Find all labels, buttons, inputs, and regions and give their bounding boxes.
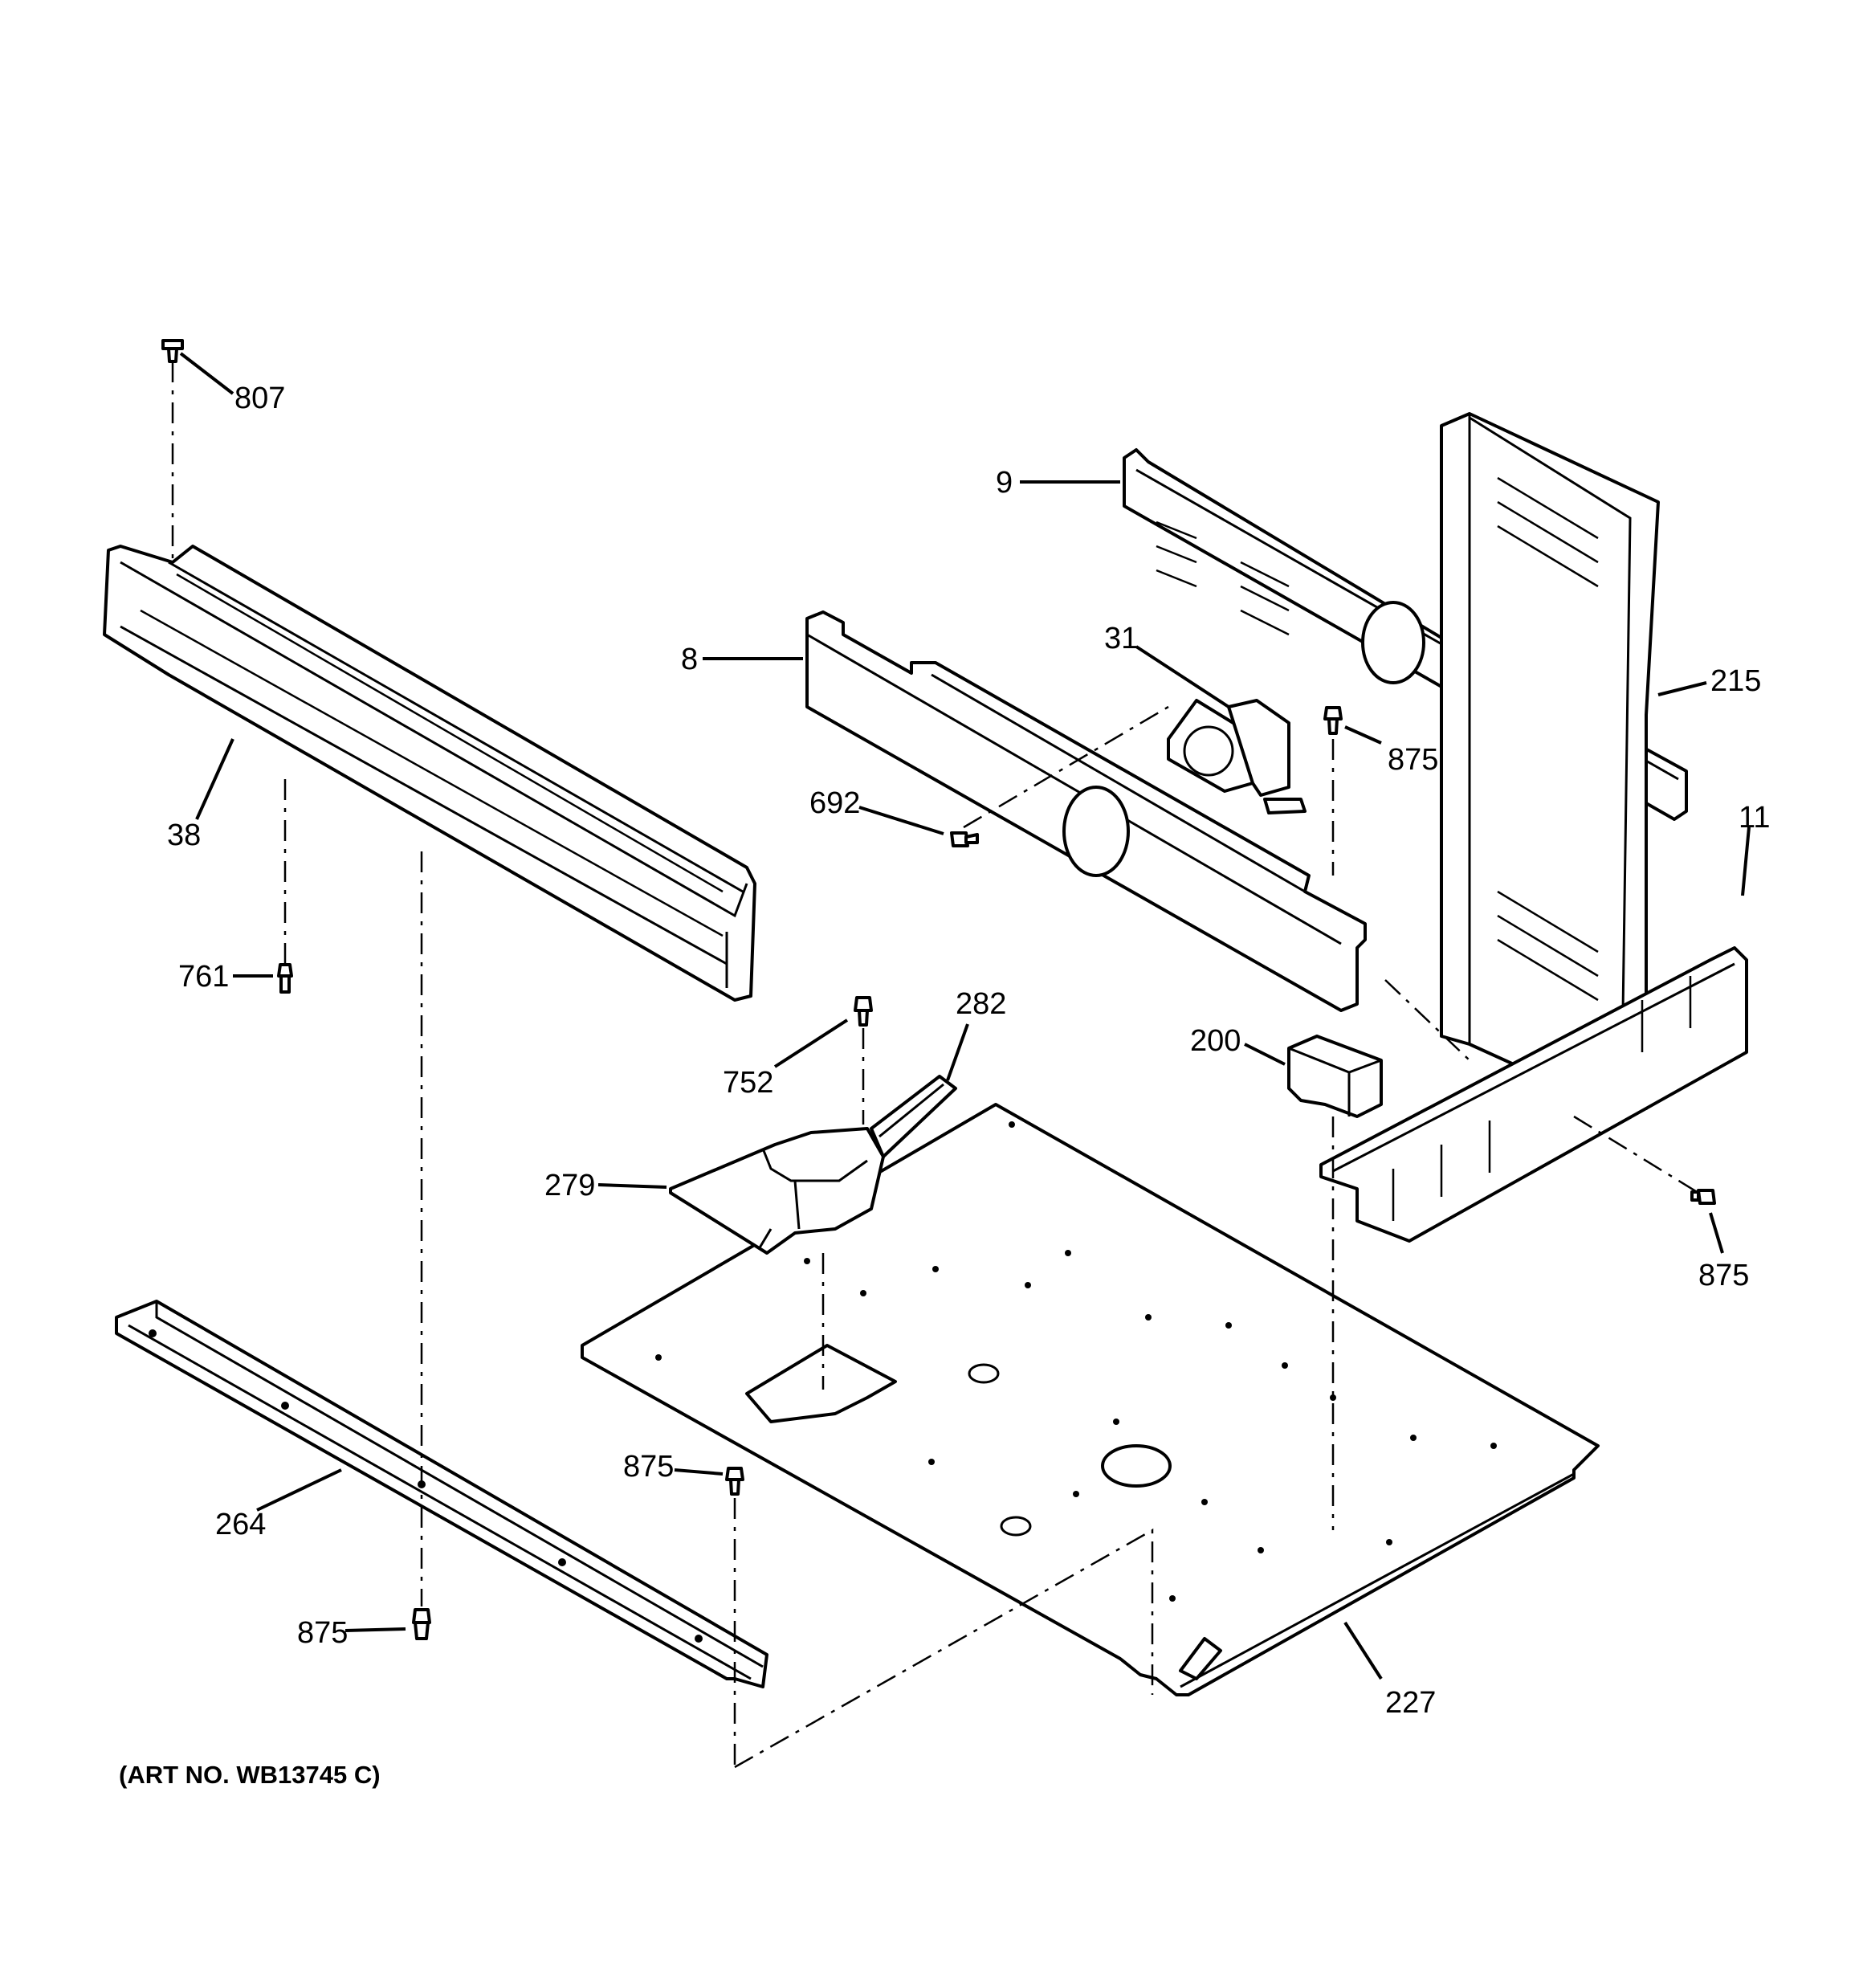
screw-752-icon xyxy=(854,996,873,1027)
callout-31: 31 xyxy=(1104,622,1138,655)
screw-875-bottom-left-icon xyxy=(412,1608,431,1640)
callout-215: 215 xyxy=(1710,664,1761,698)
screw-875-top-icon xyxy=(1323,706,1343,735)
callout-807: 807 xyxy=(234,382,285,415)
callout-875-bottom-left: 875 xyxy=(297,1616,348,1650)
part-11-bracket xyxy=(1319,946,1748,1243)
callout-8: 8 xyxy=(681,643,698,676)
leader-lines xyxy=(179,352,1751,1680)
callout-875-center: 875 xyxy=(623,1450,674,1484)
callout-692: 692 xyxy=(809,786,860,820)
part-227-base-plate xyxy=(581,1103,1600,1696)
callout-227: 227 xyxy=(1385,1686,1436,1720)
callout-labels: 807 38 761 875 264 9 8 31 875 215 692 11… xyxy=(167,382,1770,1720)
callout-200: 200 xyxy=(1190,1024,1241,1058)
screw-875-center-icon xyxy=(725,1467,744,1496)
callout-11: 11 xyxy=(1739,801,1770,835)
screw-875-right-icon xyxy=(1690,1189,1716,1205)
art-number: (ART NO. WB13745 C) xyxy=(119,1761,381,1789)
part-264-rail xyxy=(115,1300,768,1688)
base-plate-holes xyxy=(655,1121,1497,1602)
callout-875-top: 875 xyxy=(1388,743,1438,777)
callout-264: 264 xyxy=(215,1508,266,1541)
part-8-shield xyxy=(805,610,1367,1012)
part-200-insulation xyxy=(1287,1035,1383,1118)
screw-761-icon xyxy=(277,963,293,994)
callout-752: 752 xyxy=(723,1066,773,1100)
part-215-channel xyxy=(1440,412,1660,1110)
callout-38: 38 xyxy=(167,818,201,852)
alignment-lines xyxy=(171,361,1699,1769)
screw-807-icon xyxy=(161,339,184,363)
callout-9: 9 xyxy=(996,466,1013,500)
callout-875-right: 875 xyxy=(1698,1259,1749,1292)
callout-282: 282 xyxy=(956,987,1006,1021)
part-282-duct xyxy=(870,1075,957,1158)
part-279-blower xyxy=(669,1127,885,1255)
screw-692-icon xyxy=(950,831,979,847)
callout-279: 279 xyxy=(544,1169,595,1202)
part-38-trim-panel xyxy=(103,545,756,1002)
callout-761: 761 xyxy=(178,960,229,994)
part-31-fan xyxy=(1167,699,1307,814)
